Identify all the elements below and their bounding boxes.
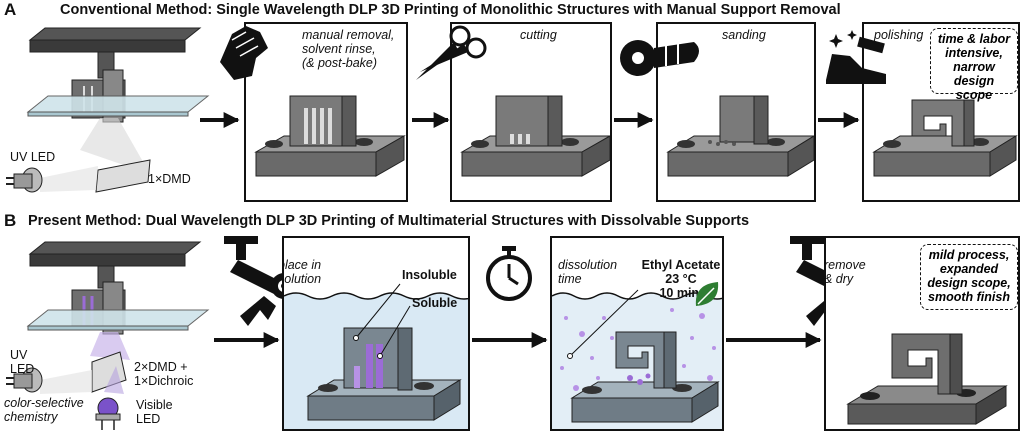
sander-icon: [620, 40, 699, 76]
part-cut: [460, 95, 610, 177]
panel-a-sanding: sanding: [656, 22, 816, 202]
uv-led-label-b: UV LED: [10, 348, 35, 376]
solvent-conditions: Ethyl Acetate 23 °C 10 min.: [641, 258, 721, 300]
stopwatch-icon: [486, 246, 532, 301]
polish-shoe-icon: [826, 30, 886, 84]
part-sanded: [666, 95, 814, 177]
panel-a-polishing: polishing time & labor intensive, narrow…: [862, 22, 1020, 202]
green-leaf-icon: [695, 282, 719, 306]
gloved-hand-icon: [220, 26, 268, 80]
insoluble-label: Insoluble: [402, 268, 457, 282]
part-polished: [872, 99, 1018, 177]
visible-led-label: Visible LED: [136, 398, 173, 426]
note-a: time & labor intensive, narrow design sc…: [930, 28, 1018, 102]
final-part: [846, 333, 1008, 425]
row-b-title: Present Method: Dual Wavelength DLP 3D P…: [28, 213, 750, 229]
panel-b-dissolution: dissolution time Ethyl Acetate 23 °C 10 …: [550, 236, 724, 431]
uv-led-label-a: UV LED: [10, 150, 56, 164]
note-b: mild process, expanded design scope, smo…: [920, 244, 1018, 310]
panel-a-cutting: cutting: [450, 22, 612, 202]
row-a-letter: A: [4, 0, 17, 19]
printer-a: [6, 27, 210, 193]
part-with-supports: [254, 95, 406, 177]
soluble-label: Soluble: [412, 296, 458, 310]
scissors-icon: [416, 25, 487, 80]
printer-b: [6, 241, 210, 430]
row-b-letter: B: [4, 211, 17, 230]
dmd-label-a: 1×DMD: [148, 172, 191, 186]
panel-b-place-in-solution: place in solution Insoluble Soluble: [282, 236, 470, 431]
panel-a-manual-removal: manual removal, solvent rinse, (& post-b…: [244, 22, 408, 202]
row-a-title: Conventional Method: Single Wavelength D…: [60, 2, 841, 18]
color-selective-label: color-selective chemistry: [4, 396, 84, 424]
panel-b-remove-dry: remove & dry mild process, expanded desi…: [824, 236, 1020, 431]
solution-bath: [284, 283, 468, 429]
dmd-label-b: 2×DMD + 1×Dichroic: [134, 360, 194, 388]
dissolution-bath: [552, 289, 722, 429]
